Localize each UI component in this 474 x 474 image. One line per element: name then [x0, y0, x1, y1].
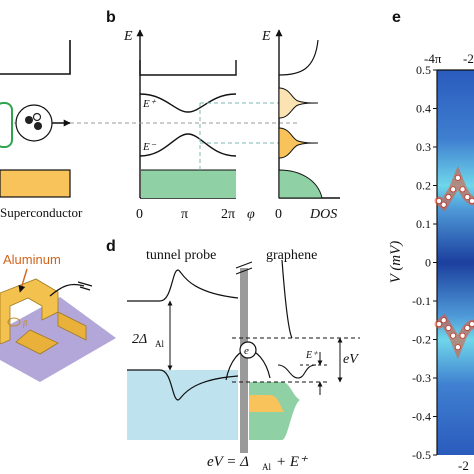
ridge-point — [454, 174, 461, 181]
aluminum-label: Aluminum — [3, 252, 61, 267]
gap-subscript: Al — [155, 339, 164, 349]
tick-2pi: 2π — [221, 207, 235, 222]
ridge-point — [454, 344, 461, 351]
probe-upper-dos — [127, 269, 239, 302]
eplus-label-d: E⁺ — [305, 350, 318, 361]
aluminum-arm — [57, 311, 87, 341]
graphene-eplus-peak — [277, 364, 317, 379]
dos-label: DOS — [309, 207, 337, 222]
aluminum-loop — [0, 278, 59, 345]
bottom-tick: -2 — [458, 458, 469, 473]
phi-symbol: φ — [247, 207, 255, 222]
green-loop — [0, 102, 13, 148]
y-tick-label: 0.1 — [416, 217, 431, 231]
probe-lower-dos — [127, 369, 239, 401]
band-fill — [141, 170, 236, 198]
ev-label: eV — [343, 352, 359, 367]
ridge-point — [464, 324, 471, 331]
electron-dot-1 — [25, 116, 33, 124]
ridge-point — [450, 332, 457, 339]
y-tick-label: 0.4 — [416, 102, 431, 116]
equation-rhs: + E⁺ — [276, 454, 308, 470]
superconductor-label: Superconductor — [0, 205, 83, 220]
heatmap-background — [437, 70, 474, 455]
band-top-outline — [139, 60, 237, 76]
gap-label: 2Δ — [132, 332, 147, 347]
y-tick-label: -0.3 — [412, 371, 431, 385]
y-tick-label: 0 — [425, 256, 431, 270]
break-mark-2 — [235, 267, 253, 275]
top-tick-2: -2 — [463, 51, 474, 66]
panel-b: b E E⁺ E⁻ 0 π 2π φ E 0 DOS — [106, 9, 340, 222]
electron-circle — [239, 341, 257, 359]
y-tick-label: -0.5 — [412, 448, 431, 462]
ridge-point — [459, 186, 466, 193]
ridge-point — [459, 332, 466, 339]
graphene-peak-fill — [249, 395, 284, 412]
dos-top-curve — [278, 39, 319, 76]
y-tick-label: -0.2 — [412, 333, 431, 347]
cooper-pair-circle — [15, 104, 53, 142]
dos-band-fill — [278, 169, 323, 199]
y-tick-label: 0.2 — [416, 179, 431, 193]
ground-2 — [79, 286, 91, 291]
y-tick-label: -0.4 — [412, 410, 431, 424]
ridge-point — [435, 321, 442, 328]
ridge-point — [464, 194, 471, 201]
electron-dot-2 — [34, 122, 42, 130]
panel-d-label: d — [106, 238, 116, 255]
flux-circle — [7, 317, 21, 327]
ridge-point — [469, 321, 474, 328]
ground-1 — [77, 281, 93, 287]
dos-peak-lower — [278, 127, 319, 159]
equation-lhs: eV = Δ — [207, 454, 249, 470]
e-axis-right-label: E — [261, 29, 271, 44]
tick-pi: π — [181, 207, 188, 222]
ridge-point — [469, 197, 474, 204]
equation-subscript: Al — [262, 462, 271, 472]
probe-filled-states — [127, 370, 238, 440]
break-mark-1 — [235, 261, 253, 269]
superconductor-block — [0, 169, 71, 198]
aluminum-bottom — [15, 329, 59, 355]
graphene-upper-curve — [281, 259, 293, 339]
e-plus-label: E⁺ — [142, 98, 157, 110]
heatmap-series-group — [434, 165, 474, 360]
tunnel-barrier — [240, 268, 248, 453]
y-tick-group: 0.5 0.4 0.3 0.2 0.1 0 -0.1 -0.2 -0.3 -0.4 -0.5 — [412, 63, 437, 462]
ridge-point — [445, 194, 452, 201]
e-plus-curve — [139, 93, 237, 113]
electron-ring — [32, 112, 42, 122]
ridge-point — [445, 324, 452, 331]
panel-e-label: e — [392, 9, 401, 26]
e-minus-label: E⁻ — [142, 141, 157, 153]
panel-b-label: b — [106, 9, 116, 26]
dos-tick-0: 0 — [275, 207, 282, 222]
y-tick-label: 0.3 — [416, 140, 431, 154]
panel-d: d tunnel probe graphene 2Δ Al eV E⁺ e eV… — [106, 238, 360, 472]
e-axis-left-label: E — [123, 29, 133, 44]
graphene-label: graphene — [266, 248, 317, 263]
probe-wire — [49, 283, 85, 297]
ridge-point — [440, 317, 447, 324]
ridge-point — [435, 197, 442, 204]
y-axis-label: V (mV) — [388, 241, 404, 284]
tunnel-probe-label: tunnel probe — [146, 248, 216, 263]
tick-0: 0 — [136, 207, 143, 222]
top-tick-1: -4π — [424, 51, 442, 66]
aluminum-arrow — [18, 268, 28, 293]
y-tick-label: 0.5 — [416, 63, 431, 77]
ridge-point — [450, 186, 457, 193]
y-tick-label: -0.1 — [412, 294, 431, 308]
dos-peak-upper — [278, 87, 319, 119]
ridge-point — [440, 201, 447, 208]
substrate — [0, 297, 116, 382]
e-minus-curve — [139, 133, 237, 157]
panel-e: e -4π -2 -2 0.5 0.4 0.3 0.2 0.1 0 -0.1 -0.2 -0.3… — [388, 9, 474, 473]
electron-label: e — [244, 345, 249, 357]
panel-a: Superconductor Aluminum β — [0, 40, 118, 382]
flux-label: β — [22, 319, 27, 328]
lead-top-outline — [0, 40, 71, 75]
